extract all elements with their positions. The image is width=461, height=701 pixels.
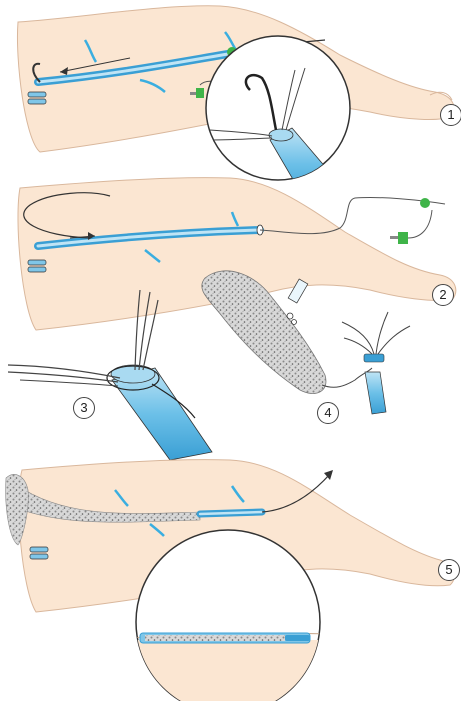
panel-1 — [17, 6, 454, 200]
step-number-1: 1 — [440, 104, 461, 126]
step-number-4: 4 — [317, 402, 339, 424]
step-number-2: 2 — [432, 284, 454, 306]
foam-sponge — [202, 271, 326, 394]
step-number-3: 3 — [73, 397, 95, 419]
step-number-5: 5 — [438, 559, 460, 581]
inset-magnifier-1 — [206, 36, 350, 200]
panel-5 — [6, 460, 455, 701]
